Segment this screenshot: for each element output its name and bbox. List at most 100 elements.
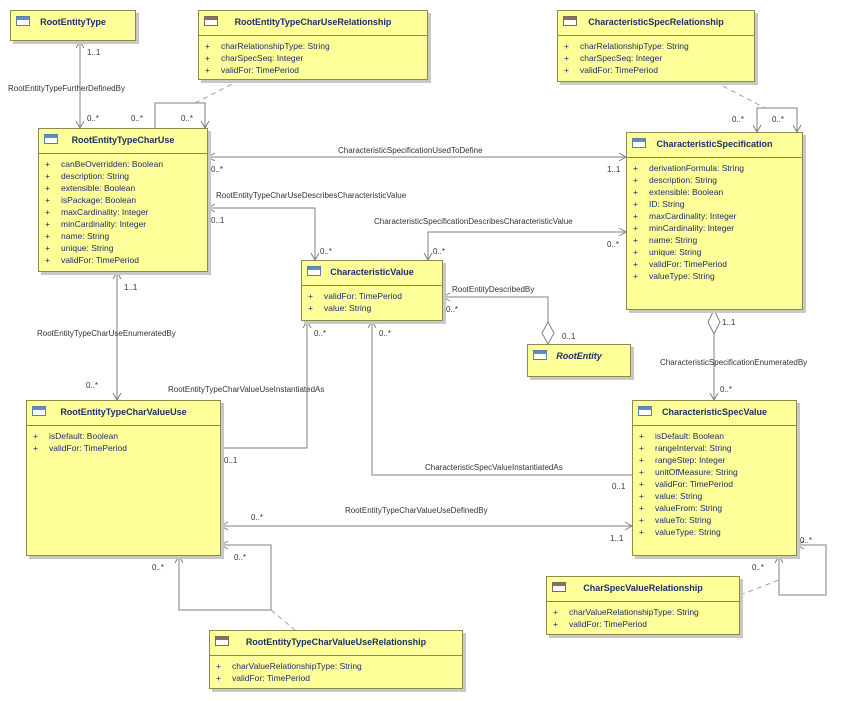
attribute: +validFor: TimePeriod	[308, 291, 402, 301]
multiplicity: 1..1	[722, 318, 736, 327]
class-header: RootEntityTypeCharValueUseRelationship	[210, 631, 462, 656]
multiplicity: 1..1	[610, 534, 624, 543]
attribute: +isDefault: Boolean	[639, 431, 724, 441]
multiplicity: 0..*	[800, 536, 812, 545]
class-root-entity-type-char-use[interactable]: RootEntityTypeCharUse +canBeOverridden: …	[38, 128, 208, 272]
attribute: +charSpecSeq: Integer	[564, 53, 663, 63]
attribute: +valueType: String	[639, 527, 721, 537]
attribute: +derivationFormula: String	[633, 163, 744, 173]
attribute: +validFor: TimePeriod	[216, 673, 310, 683]
class-icon	[44, 134, 58, 144]
multiplicity: 0..*	[181, 114, 193, 123]
multiplicity: 0..1	[612, 482, 626, 491]
class-characteristic-spec-relationship[interactable]: CharacteristicSpecRelationship +charRela…	[557, 10, 755, 82]
multiplicity: 1..1	[124, 283, 138, 292]
attribute: +description: String	[45, 171, 130, 181]
class-root-entity-type[interactable]: RootEntityType	[10, 10, 136, 41]
attribute: +validFor: TimePeriod	[564, 65, 658, 75]
class-name: CharacteristicSpecValue	[661, 407, 768, 417]
attribute: +valueFrom: String	[639, 503, 723, 513]
assoc-label: RootEntityTypeCharUseDescribesCharacteri…	[216, 191, 407, 200]
multiplicity: 0..*	[86, 381, 98, 390]
class-header: CharacteristicSpecification	[627, 133, 802, 158]
assoc-label: RootEntityTypeCharUseEnumeratedBy	[37, 329, 176, 338]
attribute: +name: String	[633, 235, 698, 245]
multiplicity: 0..*	[87, 114, 99, 123]
class-char-spec-value-relationship[interactable]: CharSpecValueRelationship +charValueRela…	[546, 576, 740, 635]
attribute: +description: String	[633, 175, 718, 185]
assoc-label: RootEntityTypeCharValueUseDefinedBy	[345, 506, 488, 515]
attribute: +charValueRelationshipType: String	[553, 607, 699, 617]
multiplicity: 0..*	[251, 513, 263, 522]
multiplicity: 0..*	[433, 247, 445, 256]
association-class-icon	[563, 16, 577, 26]
class-characteristic-spec-value[interactable]: CharacteristicSpecValue +isDefault: Bool…	[632, 400, 797, 556]
class-name: RootEntity	[556, 351, 602, 361]
assoc-label: CharacteristicSpecValueInstantiatedAs	[425, 463, 563, 472]
multiplicity: 1..1	[607, 165, 621, 174]
attribute: +canBeOverridden: Boolean	[45, 159, 164, 169]
attribute: +isDefault: Boolean	[33, 431, 118, 441]
attribute: +maxCardinality: Integer	[45, 207, 149, 217]
attribute: +charValueRelationshipType: String	[216, 661, 362, 671]
class-root-entity-type-char-value-use[interactable]: RootEntityTypeCharValueUse +isDefault: B…	[26, 400, 221, 556]
association-class-icon	[215, 636, 229, 646]
attribute: +valueTo: String	[639, 515, 712, 525]
attribute-list: +charRelationshipType: String +charSpecS…	[199, 36, 427, 76]
class-characteristic-specification[interactable]: CharacteristicSpecification +derivationF…	[626, 132, 803, 310]
class-header: RootEntityType	[11, 11, 135, 35]
attribute: +ID: String	[633, 199, 685, 209]
attribute: +extensible: Boolean	[45, 183, 136, 193]
attribute: +validFor: TimePeriod	[633, 259, 727, 269]
class-name: RootEntityTypeCharValueUseRelationship	[245, 637, 427, 647]
attribute-list: +validFor: TimePeriod +value: String	[302, 286, 442, 314]
attribute: +validFor: TimePeriod	[45, 255, 139, 265]
multiplicity: 0..*	[211, 165, 223, 174]
attribute: +extensible: Boolean	[633, 187, 724, 197]
attribute: +validFor: TimePeriod	[553, 619, 647, 629]
association-class-icon	[552, 582, 566, 592]
assoc-label: RootEntityDescribedBy	[452, 285, 534, 294]
class-header: RootEntityTypeCharUse	[39, 129, 207, 154]
assoc-label: CharacteristicSpecificationEnumeratedBy	[660, 358, 807, 367]
assoc-label: CharacteristicSpecificationDescribesChar…	[374, 217, 573, 226]
attribute: +validFor: TimePeriod	[639, 479, 733, 489]
multiplicity: 0..*	[732, 115, 744, 124]
class-characteristic-value[interactable]: CharacteristicValue +validFor: TimePerio…	[301, 260, 443, 321]
class-icon	[638, 406, 652, 416]
attribute: +name: String	[45, 231, 110, 241]
attribute-list: +derivationFormula: String +description:…	[627, 158, 802, 282]
multiplicity: 0..*	[607, 240, 619, 249]
multiplicity: 0..1	[562, 332, 576, 341]
class-header: CharSpecValueRelationship	[547, 577, 739, 602]
attribute: +charRelationshipType: String	[564, 41, 689, 51]
multiplicity: 0..*	[772, 115, 784, 124]
attribute-list: +charValueRelationshipType: String +vali…	[547, 602, 739, 630]
assoc-label: CharacteristicSpecificationUsedToDefine	[338, 146, 483, 155]
attribute-list: +isDefault: Boolean +rangeInterval: Stri…	[633, 426, 796, 538]
multiplicity: 0..*	[131, 114, 143, 123]
class-header: CharacteristicSpecRelationship	[558, 11, 754, 36]
class-name: CharacteristicValue	[330, 267, 414, 277]
multiplicity: 0..*	[320, 247, 332, 256]
class-icon	[16, 16, 30, 26]
class-name: CharacteristicSpecification	[656, 139, 773, 149]
multiplicity: 0..*	[446, 305, 458, 314]
class-root-entity-type-char-use-relationship[interactable]: RootEntityTypeCharUseRelationship +charR…	[198, 10, 428, 80]
class-name: CharSpecValueRelationship	[583, 583, 703, 593]
assoc-label: RootEntityTypeFurtherDefinedBy	[8, 84, 125, 93]
multiplicity: 0..*	[152, 563, 164, 572]
attribute: +minCardinality: Integer	[45, 219, 147, 229]
class-header: RootEntity	[528, 345, 630, 369]
attribute: +value: String	[639, 491, 703, 501]
attribute: +unitOfMeasure: String	[639, 467, 738, 477]
class-root-entity-type-char-value-use-relationship[interactable]: RootEntityTypeCharValueUseRelationship +…	[209, 630, 463, 689]
association-class-icon	[204, 16, 218, 26]
attribute-list: +isDefault: Boolean +validFor: TimePerio…	[27, 426, 220, 454]
class-root-entity[interactable]: RootEntity	[527, 344, 631, 377]
class-header: RootEntityTypeCharUseRelationship	[199, 11, 427, 36]
class-name: RootEntityTypeCharUseRelationship	[234, 17, 392, 27]
attribute: +minCardinality: Integer	[633, 223, 735, 233]
attribute: +validFor: TimePeriod	[33, 443, 127, 453]
